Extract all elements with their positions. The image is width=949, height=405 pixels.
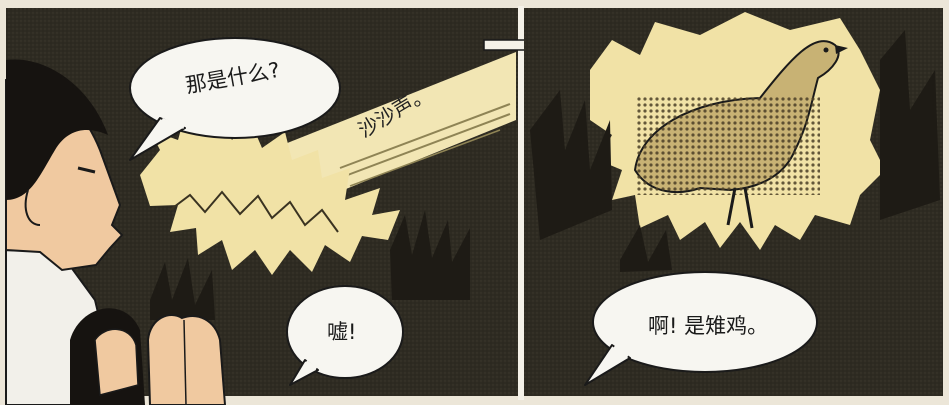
speech-bubble-shh	[286, 285, 404, 379]
grass-blades	[880, 30, 940, 220]
speech-text-pheasant: 啊! 是雉鸡。	[648, 314, 769, 338]
boy-ear	[24, 189, 41, 226]
panel-divider	[518, 6, 524, 400]
grass-clump	[150, 258, 215, 320]
bush-detail	[169, 190, 339, 233]
boy-hair	[6, 59, 108, 200]
grass-blades	[530, 90, 612, 240]
lit-bush	[140, 110, 400, 275]
beam-stroke	[339, 103, 511, 169]
speech-text-shh: 嘘!	[327, 320, 357, 344]
grass-blades	[620, 225, 672, 272]
speech-bubble-what	[129, 37, 341, 139]
pheasant	[633, 40, 848, 229]
girl-face	[94, 328, 139, 396]
bubble-tail-join	[161, 118, 185, 129]
praying-hands	[146, 313, 227, 405]
left-panel	[5, 8, 518, 405]
pheasant-plumage	[635, 95, 820, 195]
grass-clump	[390, 210, 470, 300]
girl	[70, 308, 227, 405]
speech-bubble-pheasant	[592, 271, 818, 373]
pheasant-legs	[726, 187, 754, 229]
beam-stroke	[349, 129, 501, 187]
boy-eye	[77, 166, 96, 174]
beam-stroke	[344, 113, 511, 177]
bubble-tail-join	[304, 360, 318, 371]
hands-gap	[183, 319, 187, 405]
bubble-tail-join	[612, 345, 630, 358]
right-panel	[524, 8, 943, 396]
pheasant-beak	[835, 45, 848, 54]
pheasant-eye	[823, 47, 829, 53]
